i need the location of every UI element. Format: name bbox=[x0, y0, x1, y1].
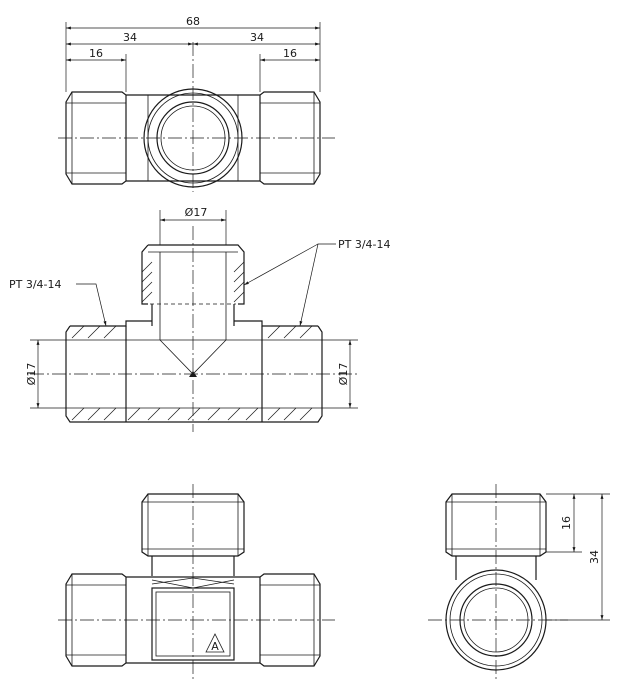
dim-right-dia-label: Ø17 bbox=[337, 363, 350, 386]
hatching bbox=[71, 261, 313, 421]
front-view: A bbox=[58, 484, 335, 680]
dim-right-half-label: 34 bbox=[250, 31, 264, 44]
dim-right-end-label: 16 bbox=[283, 47, 297, 60]
dim-branch-dia-label: Ø17 bbox=[185, 206, 208, 219]
thread-right-label: PT 3/4-14 bbox=[338, 238, 391, 251]
dim-left-dia-label: Ø17 bbox=[25, 363, 38, 386]
dim-overall-label: 68 bbox=[186, 15, 200, 28]
thread-left-label: PT 3/4-14 bbox=[9, 278, 62, 291]
dim-left-half-label: 34 bbox=[123, 31, 137, 44]
front-mark-letter: A bbox=[211, 640, 219, 653]
dim-left-end-label: 16 bbox=[89, 47, 103, 60]
top-view: 68 34 34 16 16 bbox=[58, 15, 335, 192]
section-view: Ø17 Ø17 Ø17 PT 3/4-14 PT 3/4-14 bbox=[9, 206, 391, 432]
dim-height-top-label: 16 bbox=[560, 516, 573, 530]
side-view: 16 34 bbox=[428, 484, 610, 682]
dim-height-total-label: 34 bbox=[588, 550, 601, 564]
